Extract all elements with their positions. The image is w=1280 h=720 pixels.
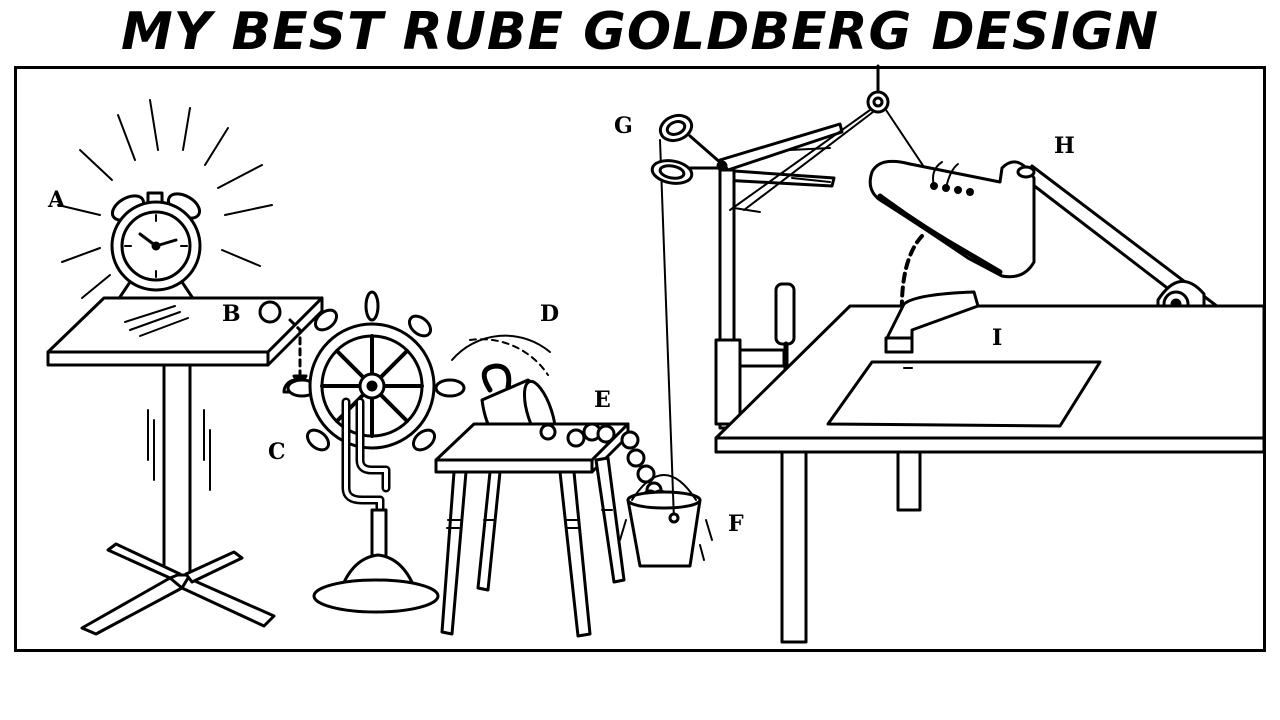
label-b: B <box>222 301 241 327</box>
desk <box>714 304 1266 644</box>
label-c: C <box>268 439 286 465</box>
label-f: F <box>728 511 744 537</box>
wooden-stool <box>434 422 630 638</box>
label-g: G <box>614 113 633 139</box>
clock-ring-rays <box>57 99 273 299</box>
label-a: A <box>48 187 66 213</box>
stapler <box>884 290 980 354</box>
paper-sheet <box>826 360 1102 428</box>
label-i: I <box>992 325 1003 351</box>
ship-wheel <box>282 290 466 614</box>
label-h: H <box>1054 133 1075 159</box>
string-hook <box>668 512 680 524</box>
label-e: E <box>594 387 611 413</box>
cup-motion-lines <box>451 334 551 376</box>
label-d: D <box>540 301 560 327</box>
alarm-clock <box>57 99 273 302</box>
boot <box>868 159 1036 320</box>
scissors <box>650 113 844 188</box>
round-top-table <box>46 296 324 636</box>
diagram-title: MY BEST RUBE GOLDBERG DESIGN <box>120 2 1160 62</box>
bucket <box>619 474 713 568</box>
pull-string <box>659 139 675 521</box>
